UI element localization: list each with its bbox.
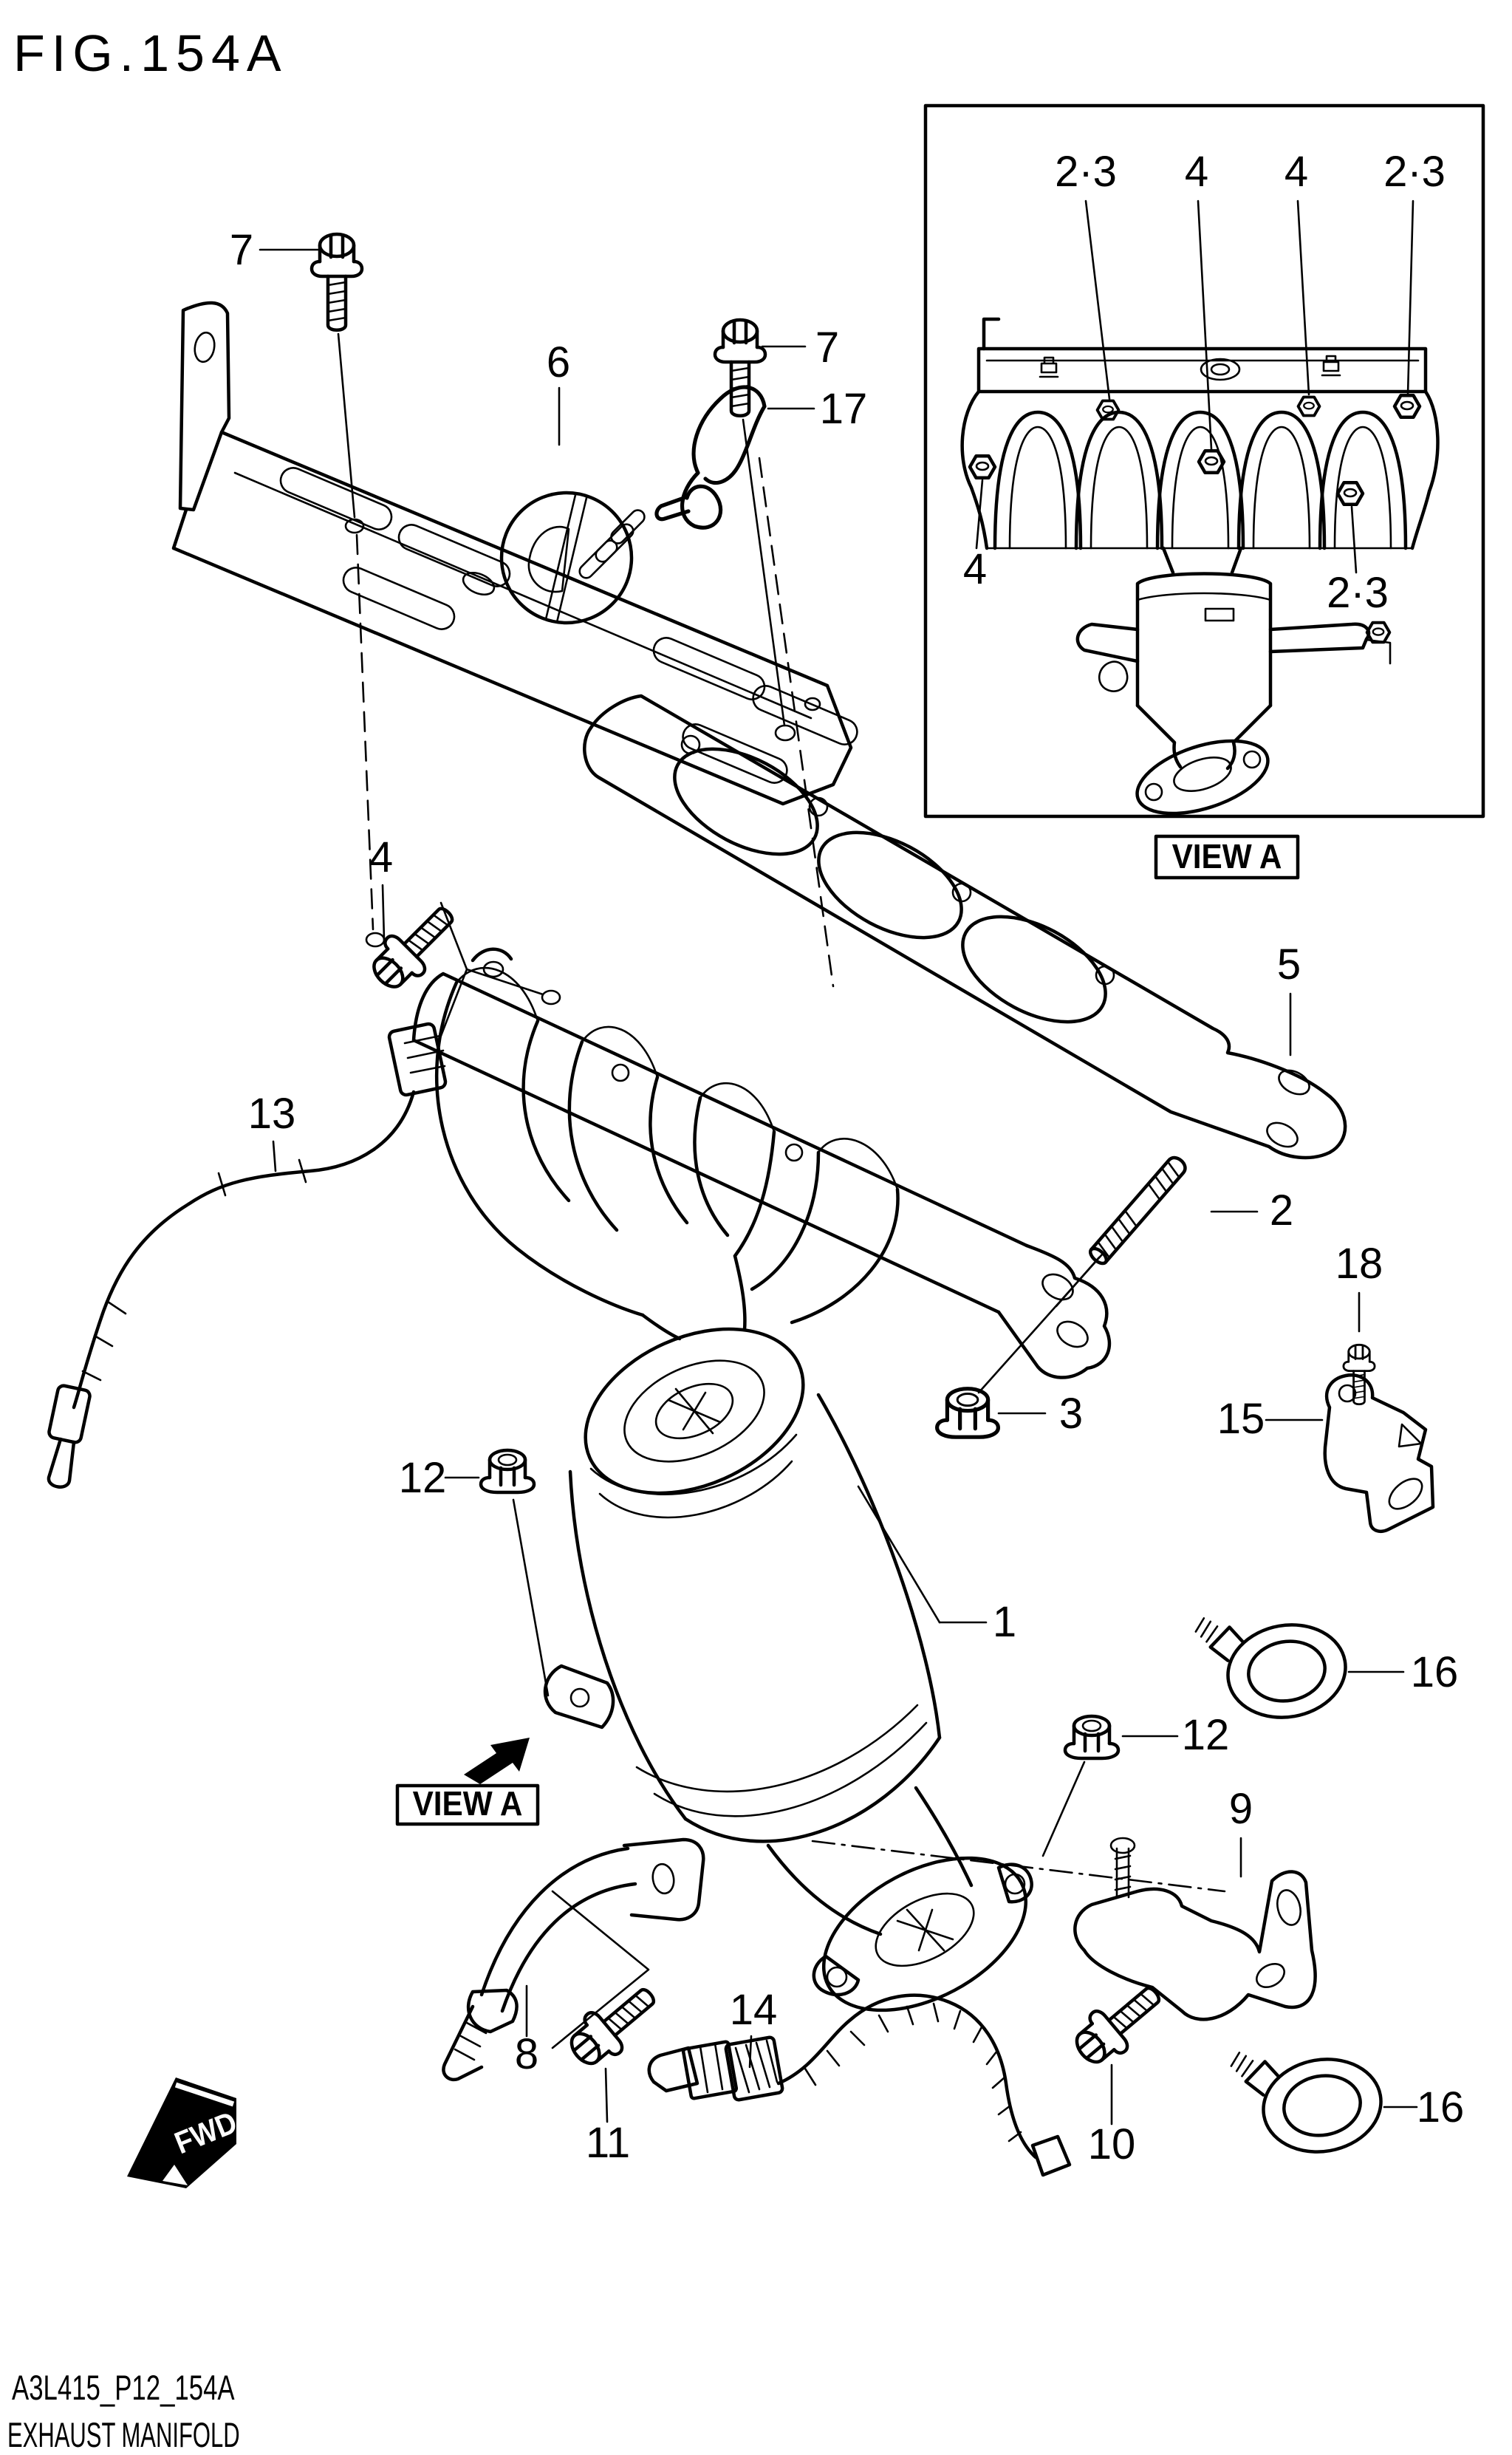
inset-callout-4-c: 4: [963, 545, 987, 593]
svg-text:3: 3: [1059, 1390, 1083, 1438]
construction-lines: [337, 332, 1226, 2049]
callout-7-right: 7: [761, 324, 839, 372]
exhaust-manifold-assembly: [365, 932, 1112, 2012]
inset-border: [923, 103, 1485, 819]
stud-2: [1088, 1154, 1188, 1266]
svg-text:2: 2: [1270, 1186, 1293, 1235]
inset-callout-2-3-b: 2·3: [1383, 148, 1446, 196]
view-a-badge-inset: VIEW A: [1154, 834, 1300, 880]
footer-part-name: EXHAUST MANIFOLD: [7, 2417, 240, 2455]
callout-10: 10: [1088, 2063, 1136, 2168]
svg-text:14: 14: [730, 1986, 778, 2034]
svg-text:10: 10: [1088, 2120, 1136, 2168]
svg-text:11: 11: [586, 2119, 630, 2167]
emblem: [499, 491, 646, 625]
svg-text:15: 15: [1217, 1395, 1265, 1443]
sensor-bracket: [1323, 1373, 1435, 1533]
callout-17: 17: [767, 385, 868, 433]
callout-16-lower: 16: [1383, 2083, 1465, 2131]
callout-5: 5: [1277, 940, 1301, 1056]
svg-text:5: 5: [1277, 940, 1301, 989]
svg-text:18: 18: [1335, 1240, 1383, 1288]
view-a-arrow-icon: [464, 1738, 530, 1784]
footer-drawing-code: A3L415_P12_154A: [12, 2369, 235, 2407]
bolt-7-right: [715, 320, 765, 416]
callout-4: 4: [369, 833, 393, 941]
callout-15: 15: [1217, 1395, 1324, 1443]
callout-12-left: 12: [399, 1454, 480, 1502]
svg-text:7: 7: [230, 226, 253, 274]
figure-title: FIG.154A: [13, 24, 288, 82]
inset-callout-4-b: 4: [1284, 148, 1308, 196]
flange-nut-3: [937, 1389, 999, 1438]
svg-text:1: 1: [993, 1598, 1016, 1646]
manifold-gasket: [583, 694, 1347, 1160]
svg-text:6: 6: [547, 338, 570, 386]
svg-text:16: 16: [1417, 2083, 1465, 2131]
svg-text:12: 12: [399, 1454, 447, 1502]
mount-bracket: [1073, 1837, 1317, 2021]
oxygen-sensor-lower: [647, 1993, 1072, 2177]
callout-16-upper: 16: [1347, 1648, 1459, 1696]
callout-18: 18: [1335, 1240, 1383, 1333]
inset-view-panel: 2·3 4 4 2·3 4 2·3 VIEW A: [923, 103, 1485, 880]
callout-1: 1: [938, 1598, 1016, 1646]
svg-text:17: 17: [820, 385, 868, 433]
fwd-arrow-icon: FWD: [127, 2077, 242, 2188]
callout-3: 3: [997, 1390, 1083, 1438]
callout-2: 2: [1210, 1186, 1293, 1235]
callout-11: 11: [586, 2067, 630, 2167]
view-a-inset-label: VIEW A: [1172, 838, 1282, 875]
svg-text:9: 9: [1229, 1785, 1253, 1833]
inset-callout-2-3-c: 2·3: [1327, 569, 1389, 617]
view-a-badge-main: VIEW A: [395, 1738, 540, 1826]
bolt-7-left: [312, 234, 362, 330]
converter-stay-bracket: [442, 1837, 705, 2082]
callout-14: 14: [730, 1986, 778, 2069]
callout-9: 9: [1229, 1785, 1253, 1878]
inset-callouts: 2·3 4 4 2·3 4 2·3: [963, 148, 1446, 617]
svg-text:16: 16: [1411, 1648, 1459, 1696]
callout-13: 13: [248, 1090, 296, 1172]
callout-7-left: 7: [230, 226, 319, 274]
flange-nut-12-right: [1065, 1716, 1118, 1758]
wire-clip: [654, 385, 767, 530]
svg-text:4: 4: [369, 833, 393, 881]
bolt-11: [561, 1975, 666, 2075]
callout-6: 6: [547, 338, 570, 446]
inset-callout-4-a: 4: [1185, 148, 1208, 196]
inset-callout-2-3-a: 2·3: [1055, 148, 1117, 196]
oxygen-sensor-upper: [47, 1022, 448, 1489]
heat-shield: [171, 301, 858, 806]
flange-nut-12-left: [481, 1450, 534, 1492]
clamp-16-lower: [1229, 2029, 1388, 2165]
inset-manifold-art: [960, 317, 1440, 816]
view-a-main-label: VIEW A: [413, 1785, 523, 1823]
callout-8: 8: [515, 1984, 538, 2078]
svg-text:7: 7: [815, 324, 839, 372]
svg-text:12: 12: [1182, 1711, 1230, 1759]
svg-text:8: 8: [515, 2030, 538, 2078]
callout-12-right: 12: [1121, 1711, 1230, 1759]
svg-text:13: 13: [248, 1090, 296, 1138]
